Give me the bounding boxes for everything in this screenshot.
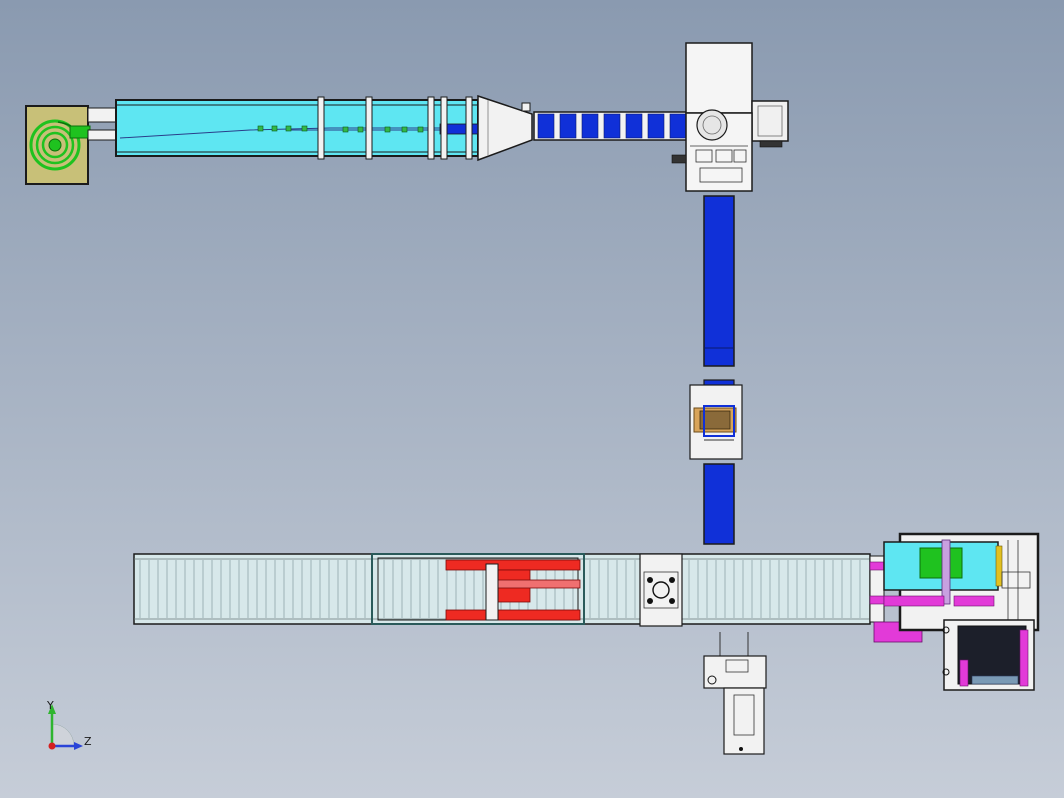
- triad-z-label: Z: [84, 735, 92, 748]
- turntable-station[interactable]: [639, 553, 683, 627]
- packaging-machine-head[interactable]: [671, 42, 789, 192]
- blue-slat-conveyor[interactable]: [533, 111, 697, 141]
- box-positioning-station[interactable]: [689, 384, 743, 460]
- vertical-lift-unit[interactable]: [703, 632, 767, 755]
- vibratory-bowl-feeder[interactable]: [25, 105, 91, 185]
- vertical-belt-conveyor[interactable]: [703, 195, 735, 545]
- case-sealer[interactable]: [869, 532, 1040, 691]
- triad-y-label: Y: [47, 699, 54, 712]
- transition-hopper[interactable]: [477, 94, 533, 162]
- linear-feed-chute[interactable]: [115, 96, 479, 160]
- view-orientation-triad: [48, 704, 83, 750]
- feeder-outlet-bridge: [87, 107, 119, 141]
- red-pusher-unit[interactable]: [445, 559, 581, 621]
